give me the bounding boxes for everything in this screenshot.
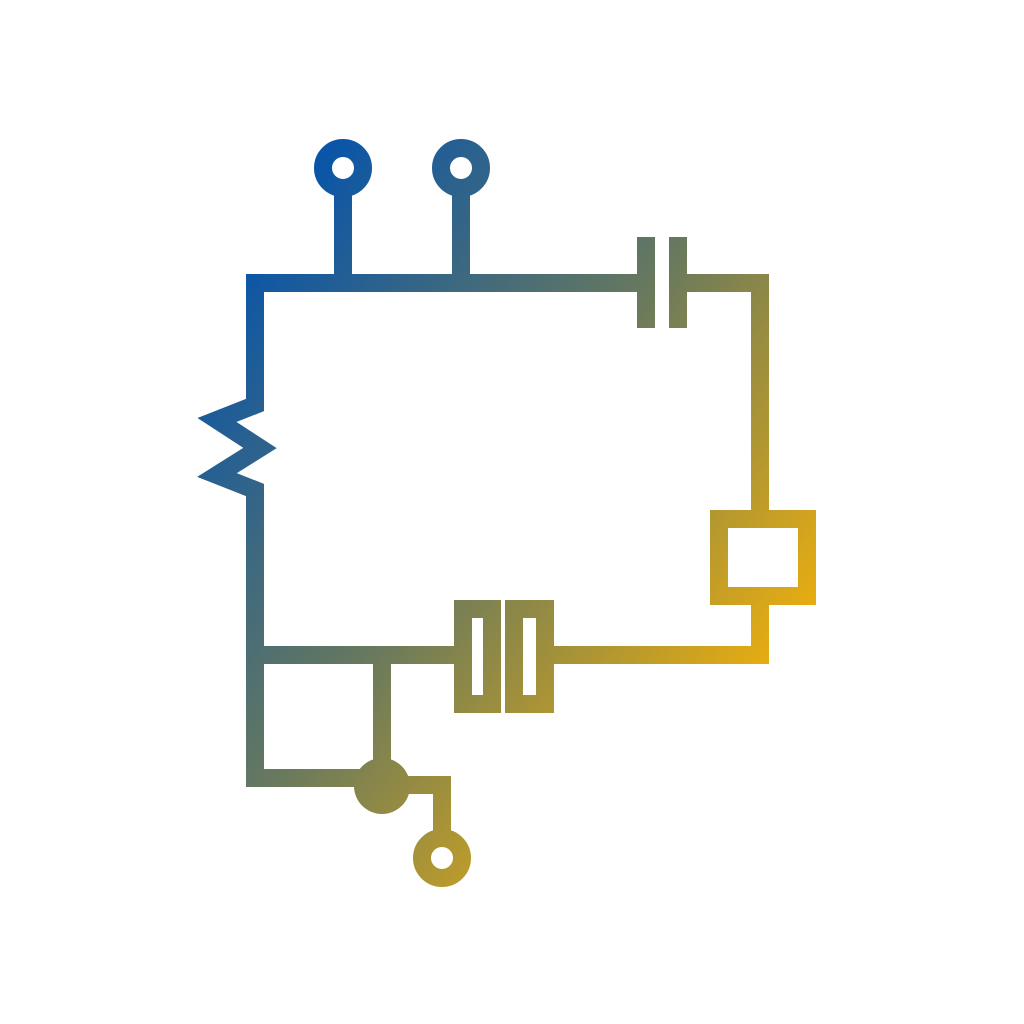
wire-top <box>197 274 646 660</box>
terminal-left <box>314 139 372 283</box>
wire-right <box>678 274 769 510</box>
crystal-oscillator-icon <box>454 600 554 713</box>
capacitor-icon <box>637 237 687 328</box>
wire-bottom-right <box>553 605 769 664</box>
wire-loop <box>246 655 360 787</box>
wire <box>400 776 451 836</box>
rectangle-component-icon <box>710 510 816 605</box>
terminal-right <box>432 139 490 283</box>
junction-dot-icon <box>354 758 410 814</box>
terminal-circle-icon <box>432 139 490 197</box>
terminal-circle-icon <box>314 139 372 197</box>
terminal-circle-icon <box>413 829 471 887</box>
